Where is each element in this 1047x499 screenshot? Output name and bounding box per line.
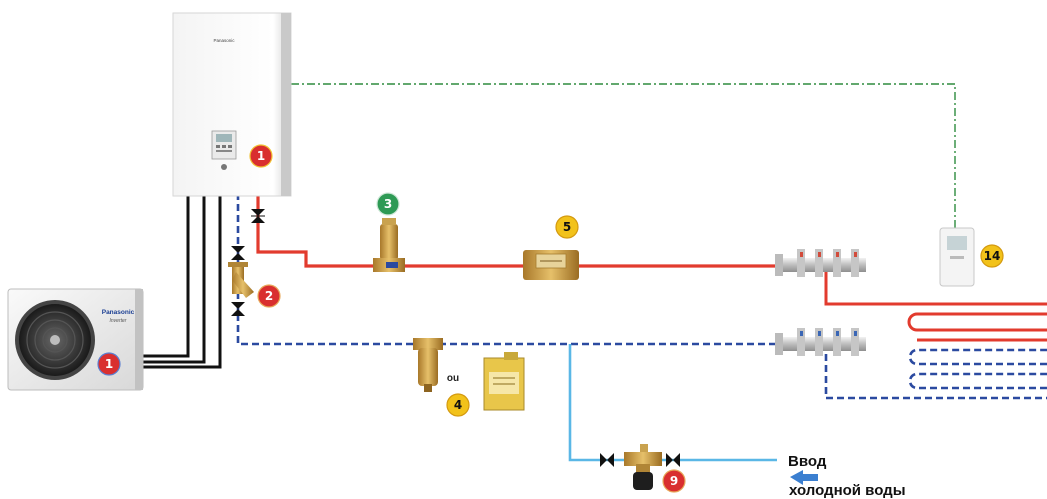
refrigerant-lines (143, 196, 220, 367)
valve-icon (251, 209, 265, 223)
dirt-separator-icon (413, 338, 443, 392)
svg-text:2: 2 (265, 289, 273, 303)
svg-text:4: 4 (454, 398, 462, 412)
air-separator-icon (373, 218, 405, 272)
svg-text:1: 1 (105, 357, 113, 371)
svg-text:3: 3 (384, 197, 392, 211)
return-pipe (238, 196, 776, 344)
thermostat-icon (940, 228, 974, 286)
badge-dirt-separator: 4 (447, 394, 469, 416)
flow-meter-icon (523, 250, 579, 280)
valve-icon (600, 453, 614, 467)
badge-filter: 2 (258, 285, 280, 307)
filter-icon (228, 262, 254, 298)
valve-icon (666, 453, 680, 467)
or-label: ou (447, 373, 459, 384)
supply-manifold-icon (775, 249, 866, 277)
indoor-unit-brand: Panasonic (213, 38, 235, 43)
inlet-label-line2: холодной воды (789, 482, 906, 499)
fill-valve-icon (624, 444, 662, 490)
inlet-label-line1: Ввод (788, 453, 827, 470)
svg-text:14: 14 (984, 249, 1001, 263)
indoor-unit: Panasonic (173, 13, 291, 196)
supply-pipe (570, 344, 777, 460)
hot-flow-pipe (258, 196, 778, 266)
badge-fill-valve: 9 (663, 470, 685, 492)
outdoor-unit: Panasonic Inverter (8, 289, 143, 390)
svg-text:5: 5 (563, 220, 571, 234)
badge-thermostat: 14 (981, 245, 1003, 267)
outdoor-unit-brand: Panasonic (102, 309, 135, 316)
inhibitor-canister-icon (484, 352, 524, 410)
badge-outdoor-unit: 1 (98, 353, 120, 375)
badge-indoor-unit: 1 (250, 145, 272, 167)
valve-icon (231, 246, 245, 260)
outdoor-unit-subbrand: Inverter (110, 318, 127, 324)
badge-air-separator: 3 (377, 193, 399, 215)
svg-text:1: 1 (257, 149, 265, 163)
underfloor-loop (826, 268, 1047, 398)
valve-icon (231, 302, 245, 316)
badge-flow-meter: 5 (556, 216, 578, 238)
svg-text:9: 9 (670, 474, 678, 488)
return-manifold-icon (775, 328, 866, 356)
